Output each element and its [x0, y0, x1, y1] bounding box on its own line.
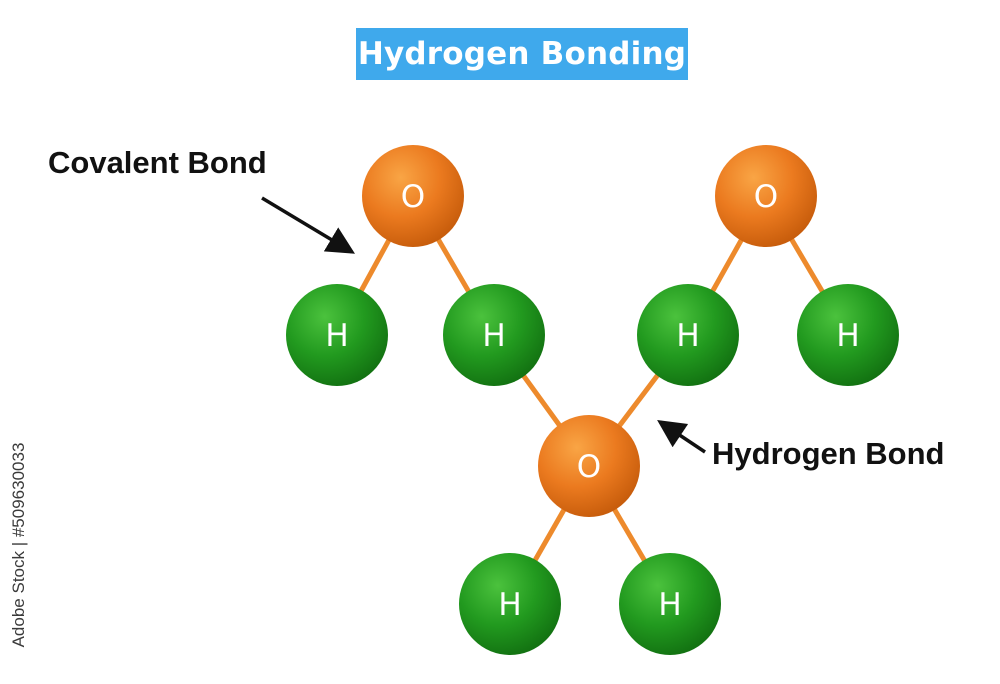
hydrogen-symbol: H — [676, 318, 699, 354]
hydrogen-atom: H — [619, 553, 721, 655]
watermark: Adobe Stock | #509630033 — [8, 442, 30, 648]
hydrogen-atom: H — [286, 284, 388, 386]
hydrogen-symbol: H — [658, 587, 681, 623]
covalent-bond-label: Covalent Bond — [48, 145, 267, 180]
hydrogen-symbol: H — [482, 318, 505, 354]
oxygen-symbol: O — [754, 179, 778, 215]
watermark-text: Adobe Stock | #509630033 — [9, 442, 28, 648]
covalent-bond-arrow — [261, 196, 356, 254]
hydrogen-bond-label: Hydrogen Bond — [712, 436, 945, 471]
oxygen-atom: O — [538, 415, 640, 517]
diagram-title: Hydrogen Bonding — [357, 36, 687, 72]
hydrogen-atom: H — [797, 284, 899, 386]
oxygen-atom: O — [715, 145, 817, 247]
oxygen-atom: O — [362, 145, 464, 247]
hydrogen-atom: H — [637, 284, 739, 386]
hydrogen-atom: H — [443, 284, 545, 386]
title-banner: Hydrogen Bonding — [356, 28, 688, 80]
hydrogen-bond-arrow — [657, 420, 706, 454]
hydrogen-symbol: H — [498, 587, 521, 623]
hydrogen-atom: H — [459, 553, 561, 655]
oxygen-symbol: O — [401, 179, 425, 215]
hydrogen-symbol: H — [325, 318, 348, 354]
hydrogen-symbol: H — [836, 318, 859, 354]
oxygen-symbol: O — [577, 449, 601, 485]
